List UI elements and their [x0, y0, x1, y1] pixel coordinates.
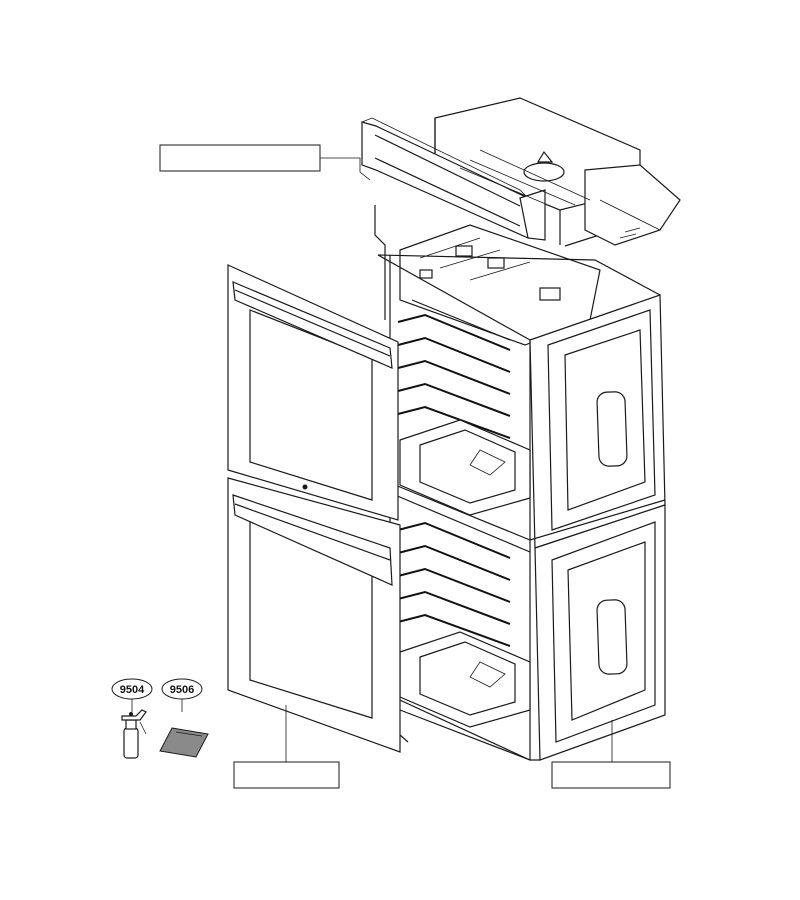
upper-oven-door	[227, 264, 399, 521]
cavity-label-box	[551, 761, 671, 789]
door-label-box	[233, 761, 340, 789]
control-panel-label-box	[159, 144, 321, 172]
leader-lines	[131, 157, 613, 762]
upper-rack-guides	[397, 299, 511, 439]
lower-oven-door	[227, 477, 409, 753]
callout-9504-label: 9504	[120, 684, 145, 696]
callout-9504: 9504	[111, 678, 153, 700]
lower-rack-guides	[397, 521, 511, 647]
cleaning-pad-icon	[159, 727, 209, 758]
callout-9506-label: 9506	[170, 684, 194, 696]
callout-9506: 9506	[161, 678, 203, 700]
oven-cavity-body	[377, 254, 666, 761]
spray-bottle-icon	[121, 709, 147, 759]
